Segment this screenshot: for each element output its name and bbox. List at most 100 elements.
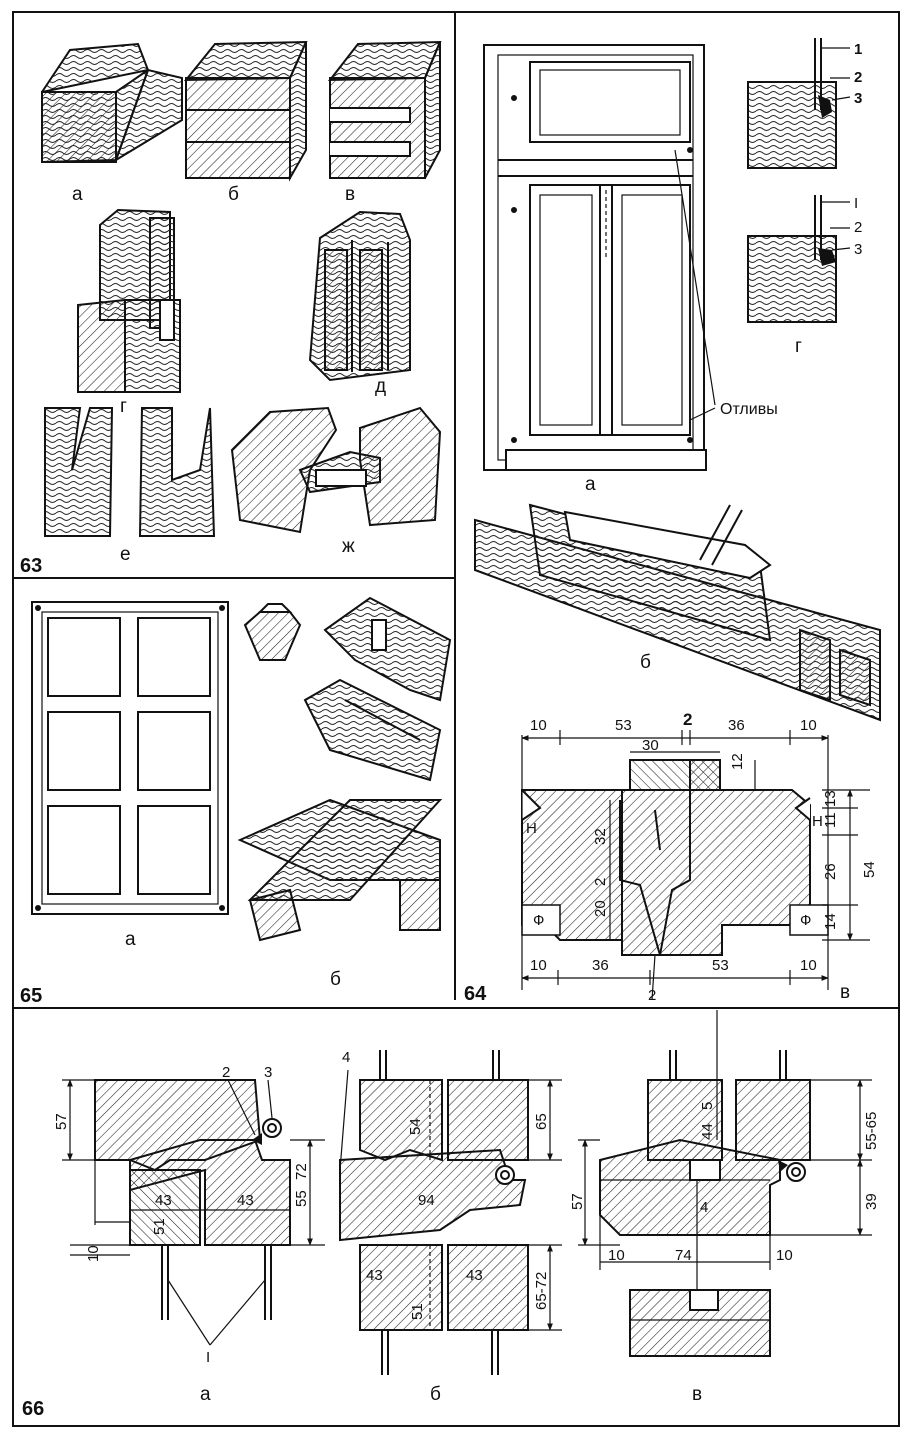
section-66a xyxy=(62,1079,325,1346)
letter-f-right: Ф xyxy=(800,912,811,929)
num-3-top: 3 xyxy=(854,90,862,107)
plane-64b xyxy=(474,503,881,722)
dim-66a-43b: 43 xyxy=(237,1192,254,1209)
joints-65b xyxy=(237,596,452,942)
dim-66a-55: 55 xyxy=(293,1190,310,1207)
dim-top-36: 36 xyxy=(728,717,745,734)
joint-63d xyxy=(308,210,411,382)
callout-66a-3: 3 xyxy=(264,1064,272,1081)
letter-f-left: Ф xyxy=(533,912,544,929)
dim-66a-43a: 43 xyxy=(155,1192,172,1209)
label-65a: а xyxy=(125,929,136,950)
joint-63e xyxy=(44,407,216,537)
dim-66b-51: 51 xyxy=(409,1303,426,1320)
dim-14: 14 xyxy=(822,913,839,930)
num-3-bottom: 3 xyxy=(854,241,862,258)
num-2-bottom: 2 xyxy=(854,219,862,236)
dim-bottom-2: 2 xyxy=(648,987,656,1004)
dim-2-left: 2 xyxy=(592,878,609,886)
figure-65: а б 65 xyxy=(20,596,452,1007)
dim-66v-10a: 10 xyxy=(608,1247,625,1264)
window-frame-64a xyxy=(483,44,716,471)
section-66v xyxy=(578,1010,872,1357)
label-63b: б xyxy=(228,184,239,205)
dim-66v-39: 39 xyxy=(863,1193,880,1210)
callout-66b-4: 4 xyxy=(342,1049,350,1066)
dim-54: 54 xyxy=(861,861,878,878)
dim-bottom-53: 53 xyxy=(712,957,729,974)
label-63d: д xyxy=(375,376,386,397)
label-64g: г xyxy=(795,336,802,357)
dim-66v-57: 57 xyxy=(569,1193,586,1210)
section-66b xyxy=(339,1050,562,1375)
joint-63v xyxy=(327,40,442,179)
label-63e: е xyxy=(120,544,131,565)
dim-66b-43a: 43 xyxy=(366,1267,383,1284)
letter-n-left: Н xyxy=(526,820,537,837)
dim-66v-10b: 10 xyxy=(776,1247,793,1264)
figure-number-63: 63 xyxy=(20,555,42,577)
joint-63zh xyxy=(230,406,442,534)
sash-grid-65a xyxy=(31,601,229,915)
figure-63: а б в г xyxy=(20,40,442,577)
callout-otlivy: Отливы xyxy=(720,401,778,418)
label-63v: в xyxy=(345,184,355,205)
dim-66v-55-65: 55-65 xyxy=(863,1112,880,1150)
dim-20: 20 xyxy=(592,900,609,917)
callout-66a-2: 2 xyxy=(222,1064,230,1081)
dim-66v-5: 5 xyxy=(699,1102,716,1110)
dim-66b-43b: 43 xyxy=(466,1267,483,1284)
dim-66b-54: 54 xyxy=(407,1118,424,1135)
callout-66v-4: 4 xyxy=(700,1199,708,1216)
dim-30: 30 xyxy=(642,737,659,754)
dim-66a-57: 57 xyxy=(53,1113,70,1130)
dim-12: 12 xyxy=(729,753,746,770)
label-64a: а xyxy=(585,474,596,495)
dim-66b-94: 94 xyxy=(418,1192,435,1209)
dim-bottom-10b: 10 xyxy=(800,957,817,974)
dim-66a-10: 10 xyxy=(85,1245,102,1262)
label-66b: б xyxy=(430,1384,441,1405)
dim-top-2: 2 xyxy=(683,710,692,729)
dim-66v-44: 44 xyxy=(699,1123,716,1140)
joint-63b xyxy=(183,40,308,182)
dim-13: 13 xyxy=(822,790,839,807)
dim-66v-74: 74 xyxy=(675,1247,692,1264)
dim-bottom-36: 36 xyxy=(592,957,609,974)
dim-66b-65: 65 xyxy=(533,1113,550,1130)
num-1-top: 1 xyxy=(854,41,862,58)
dim-top-53: 53 xyxy=(615,717,632,734)
num-1-bottom: I xyxy=(854,195,858,212)
dim-top-10a: 10 xyxy=(530,717,547,734)
figure-number-66: 66 xyxy=(22,1398,44,1420)
dim-top-10b: 10 xyxy=(800,717,817,734)
joint-63g xyxy=(77,208,181,393)
dim-11: 11 xyxy=(822,812,839,828)
label-63zh: ж xyxy=(342,536,355,557)
dim-66b-65-72: 65-72 xyxy=(533,1272,550,1310)
section-64g-top xyxy=(747,38,851,169)
figure-number-65: 65 xyxy=(20,985,42,1007)
joint-63a xyxy=(41,42,183,164)
label-63a: а xyxy=(72,184,83,205)
section-64v xyxy=(521,730,870,1001)
letter-n-right: Н xyxy=(812,813,823,830)
label-63g: г xyxy=(120,396,127,417)
dim-26: 26 xyxy=(822,863,839,880)
callout-66a-1: I xyxy=(206,1349,210,1366)
dim-bottom-10a: 10 xyxy=(530,957,547,974)
label-64v: в xyxy=(840,982,850,1003)
dim-66a-72: 72 xyxy=(293,1163,310,1180)
num-2-top: 2 xyxy=(854,69,862,86)
figure-64: Отливы а 1 2 3 I 2 3 г xyxy=(464,38,881,1005)
label-66a: а xyxy=(200,1384,211,1405)
dim-32: 32 xyxy=(592,828,609,845)
figure-number-64: 64 xyxy=(464,983,487,1005)
figure-66: 57 43 43 51 10 55 72 2 3 I а xyxy=(22,1010,880,1420)
label-66v: в xyxy=(692,1384,702,1405)
label-65b: б xyxy=(330,969,341,990)
section-64g-bottom xyxy=(747,195,851,323)
dim-66a-51: 51 xyxy=(151,1218,168,1235)
label-64b: б xyxy=(640,652,651,673)
